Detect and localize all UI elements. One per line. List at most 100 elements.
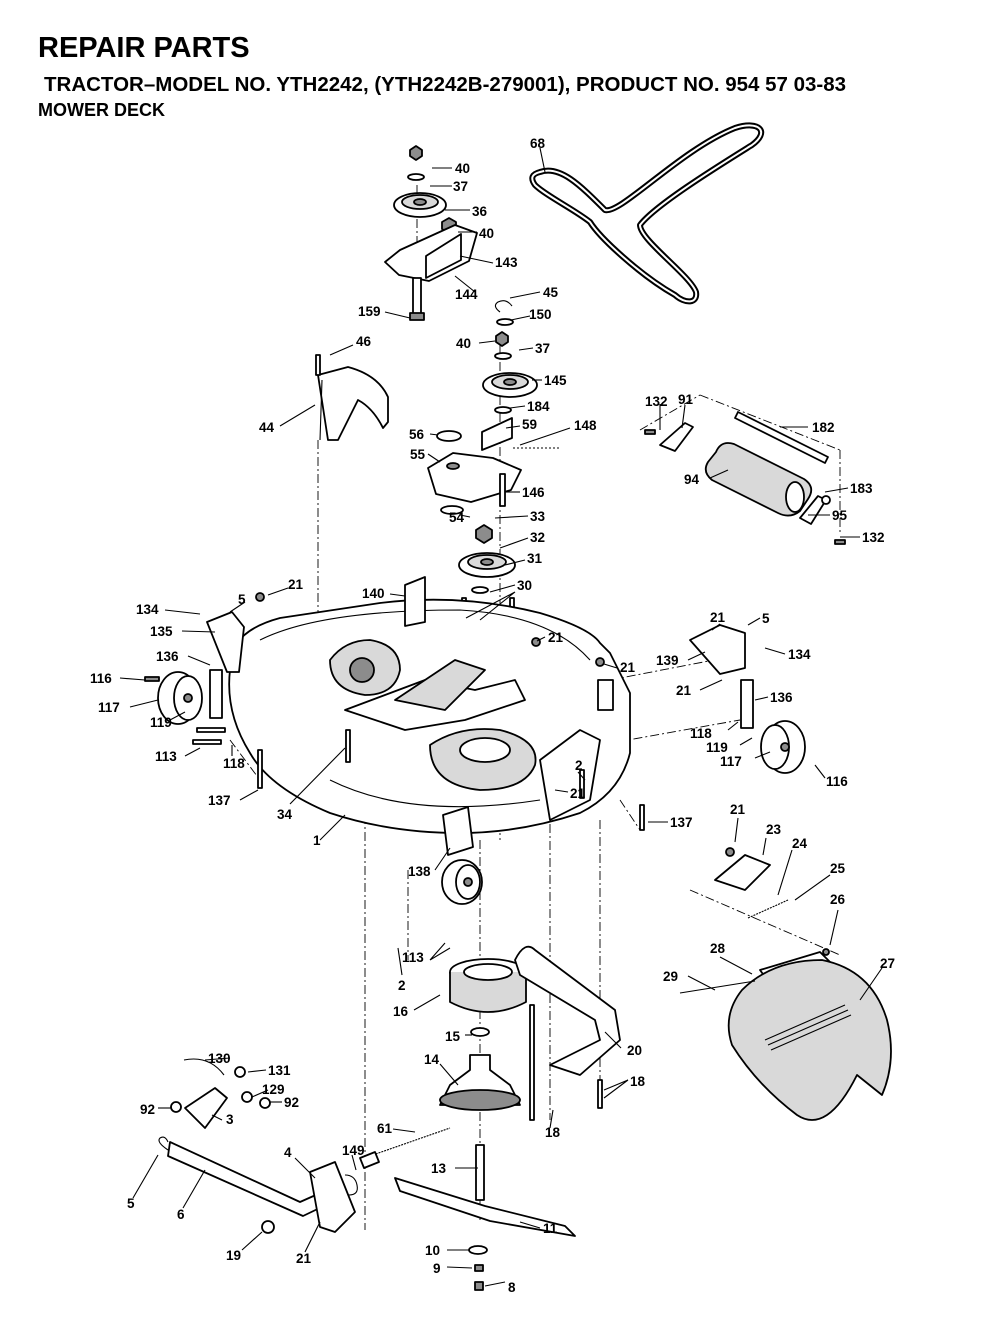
callout-2: 2	[398, 978, 406, 993]
callout-34: 34	[277, 807, 293, 822]
discharge-chute-assembly	[679, 847, 892, 1121]
lift-linkage	[158, 1058, 451, 1234]
callout-183: 183	[850, 481, 873, 496]
callout-91: 91	[678, 392, 694, 407]
callout-32: 32	[530, 530, 545, 545]
callout-44: 44	[259, 420, 275, 435]
callout-61: 61	[377, 1121, 393, 1136]
callout-21: 21	[676, 683, 692, 698]
callout-18: 18	[630, 1074, 646, 1089]
baffle	[514, 945, 621, 1121]
callout-31: 31	[527, 551, 543, 566]
callout-54: 54	[449, 510, 465, 525]
callout-131: 131	[268, 1063, 291, 1078]
callout-2: 2	[575, 758, 583, 773]
callout-29: 29	[663, 969, 678, 984]
callout-59: 59	[522, 417, 537, 432]
leader-lines	[119, 147, 883, 1287]
callout-119: 119	[706, 740, 728, 755]
callout-92: 92	[140, 1102, 155, 1117]
callout-94: 94	[684, 472, 700, 487]
callout-labels: 40 37 36 40 143 144 159 45 150 40 37 145…	[90, 136, 895, 1295]
callout-40: 40	[479, 226, 494, 241]
callout-136: 136	[770, 690, 793, 705]
right-gauge-wheel	[531, 624, 806, 831]
callout-6: 6	[177, 1207, 185, 1222]
belt-guard	[315, 354, 389, 441]
callout-56: 56	[409, 427, 425, 442]
callout-21: 21	[288, 577, 304, 592]
mower-deck-housing	[228, 598, 631, 834]
model-subtitle: TRACTOR–MODEL NO. YTH2242, (YTH2242B-279…	[44, 73, 847, 96]
callout-92: 92	[284, 1095, 299, 1110]
callout-46: 46	[356, 334, 372, 349]
callout-4: 4	[284, 1145, 292, 1160]
callout-137: 137	[670, 815, 693, 830]
callout-23: 23	[766, 822, 782, 837]
callout-113: 113	[402, 950, 424, 965]
callout-37: 37	[453, 179, 468, 194]
callout-132: 132	[862, 530, 885, 545]
callout-136: 136	[156, 649, 179, 664]
callout-30: 30	[517, 578, 532, 593]
idler-assembly-top	[384, 145, 478, 321]
center-pulley-stack	[427, 300, 559, 646]
callout-117: 117	[720, 754, 742, 769]
callout-5: 5	[127, 1196, 135, 1211]
front-wheel	[441, 806, 483, 905]
callout-137: 137	[208, 793, 231, 808]
callout-9: 9	[433, 1261, 441, 1276]
callout-145: 145	[544, 373, 567, 388]
callout-19: 19	[226, 1248, 241, 1263]
callout-118: 118	[223, 756, 245, 771]
callout-36: 36	[472, 204, 488, 219]
section-title: MOWER DECK	[38, 100, 165, 120]
callout-15: 15	[445, 1029, 461, 1044]
callout-45: 45	[543, 285, 559, 300]
callout-21: 21	[548, 630, 564, 645]
callout-3: 3	[226, 1112, 234, 1127]
callout-68: 68	[530, 136, 546, 151]
callout-135: 135	[150, 624, 173, 639]
callout-182: 182	[812, 420, 835, 435]
callout-134: 134	[136, 602, 159, 617]
callout-21: 21	[296, 1251, 312, 1266]
callout-134: 134	[788, 647, 811, 662]
callout-143: 143	[495, 255, 518, 270]
callout-144: 144	[455, 287, 478, 302]
callout-149: 149	[342, 1143, 365, 1158]
callout-37: 37	[535, 341, 550, 356]
callout-130: 130	[208, 1051, 231, 1066]
drive-belt	[529, 122, 765, 305]
callout-24: 24	[792, 836, 808, 851]
callout-129: 129	[262, 1082, 285, 1097]
callout-27: 27	[880, 956, 895, 971]
callout-21: 21	[570, 786, 586, 801]
callout-40: 40	[456, 336, 471, 351]
callout-14: 14	[424, 1052, 440, 1067]
callout-159: 159	[358, 304, 381, 319]
callout-150: 150	[529, 307, 552, 322]
callout-26: 26	[830, 892, 846, 907]
callout-1: 1	[313, 833, 321, 848]
callout-113: 113	[155, 749, 177, 764]
callout-132: 132	[645, 394, 668, 409]
callout-33: 33	[530, 509, 546, 524]
callout-40: 40	[455, 161, 470, 176]
page-title: REPAIR PARTS	[38, 32, 250, 64]
callout-117: 117	[98, 700, 120, 715]
callout-21: 21	[710, 610, 726, 625]
left-gauge-wheel	[144, 576, 426, 789]
callout-8: 8	[508, 1280, 516, 1295]
callout-13: 13	[431, 1161, 447, 1176]
callout-116: 116	[826, 774, 848, 789]
anti-scalp-roller	[644, 411, 846, 545]
callout-116: 116	[90, 671, 112, 686]
callout-5: 5	[238, 592, 246, 607]
callout-118: 118	[690, 726, 712, 741]
callout-138: 138	[408, 864, 431, 879]
callout-5: 5	[762, 611, 770, 626]
callout-148: 148	[574, 418, 597, 433]
callout-11: 11	[543, 1221, 558, 1236]
